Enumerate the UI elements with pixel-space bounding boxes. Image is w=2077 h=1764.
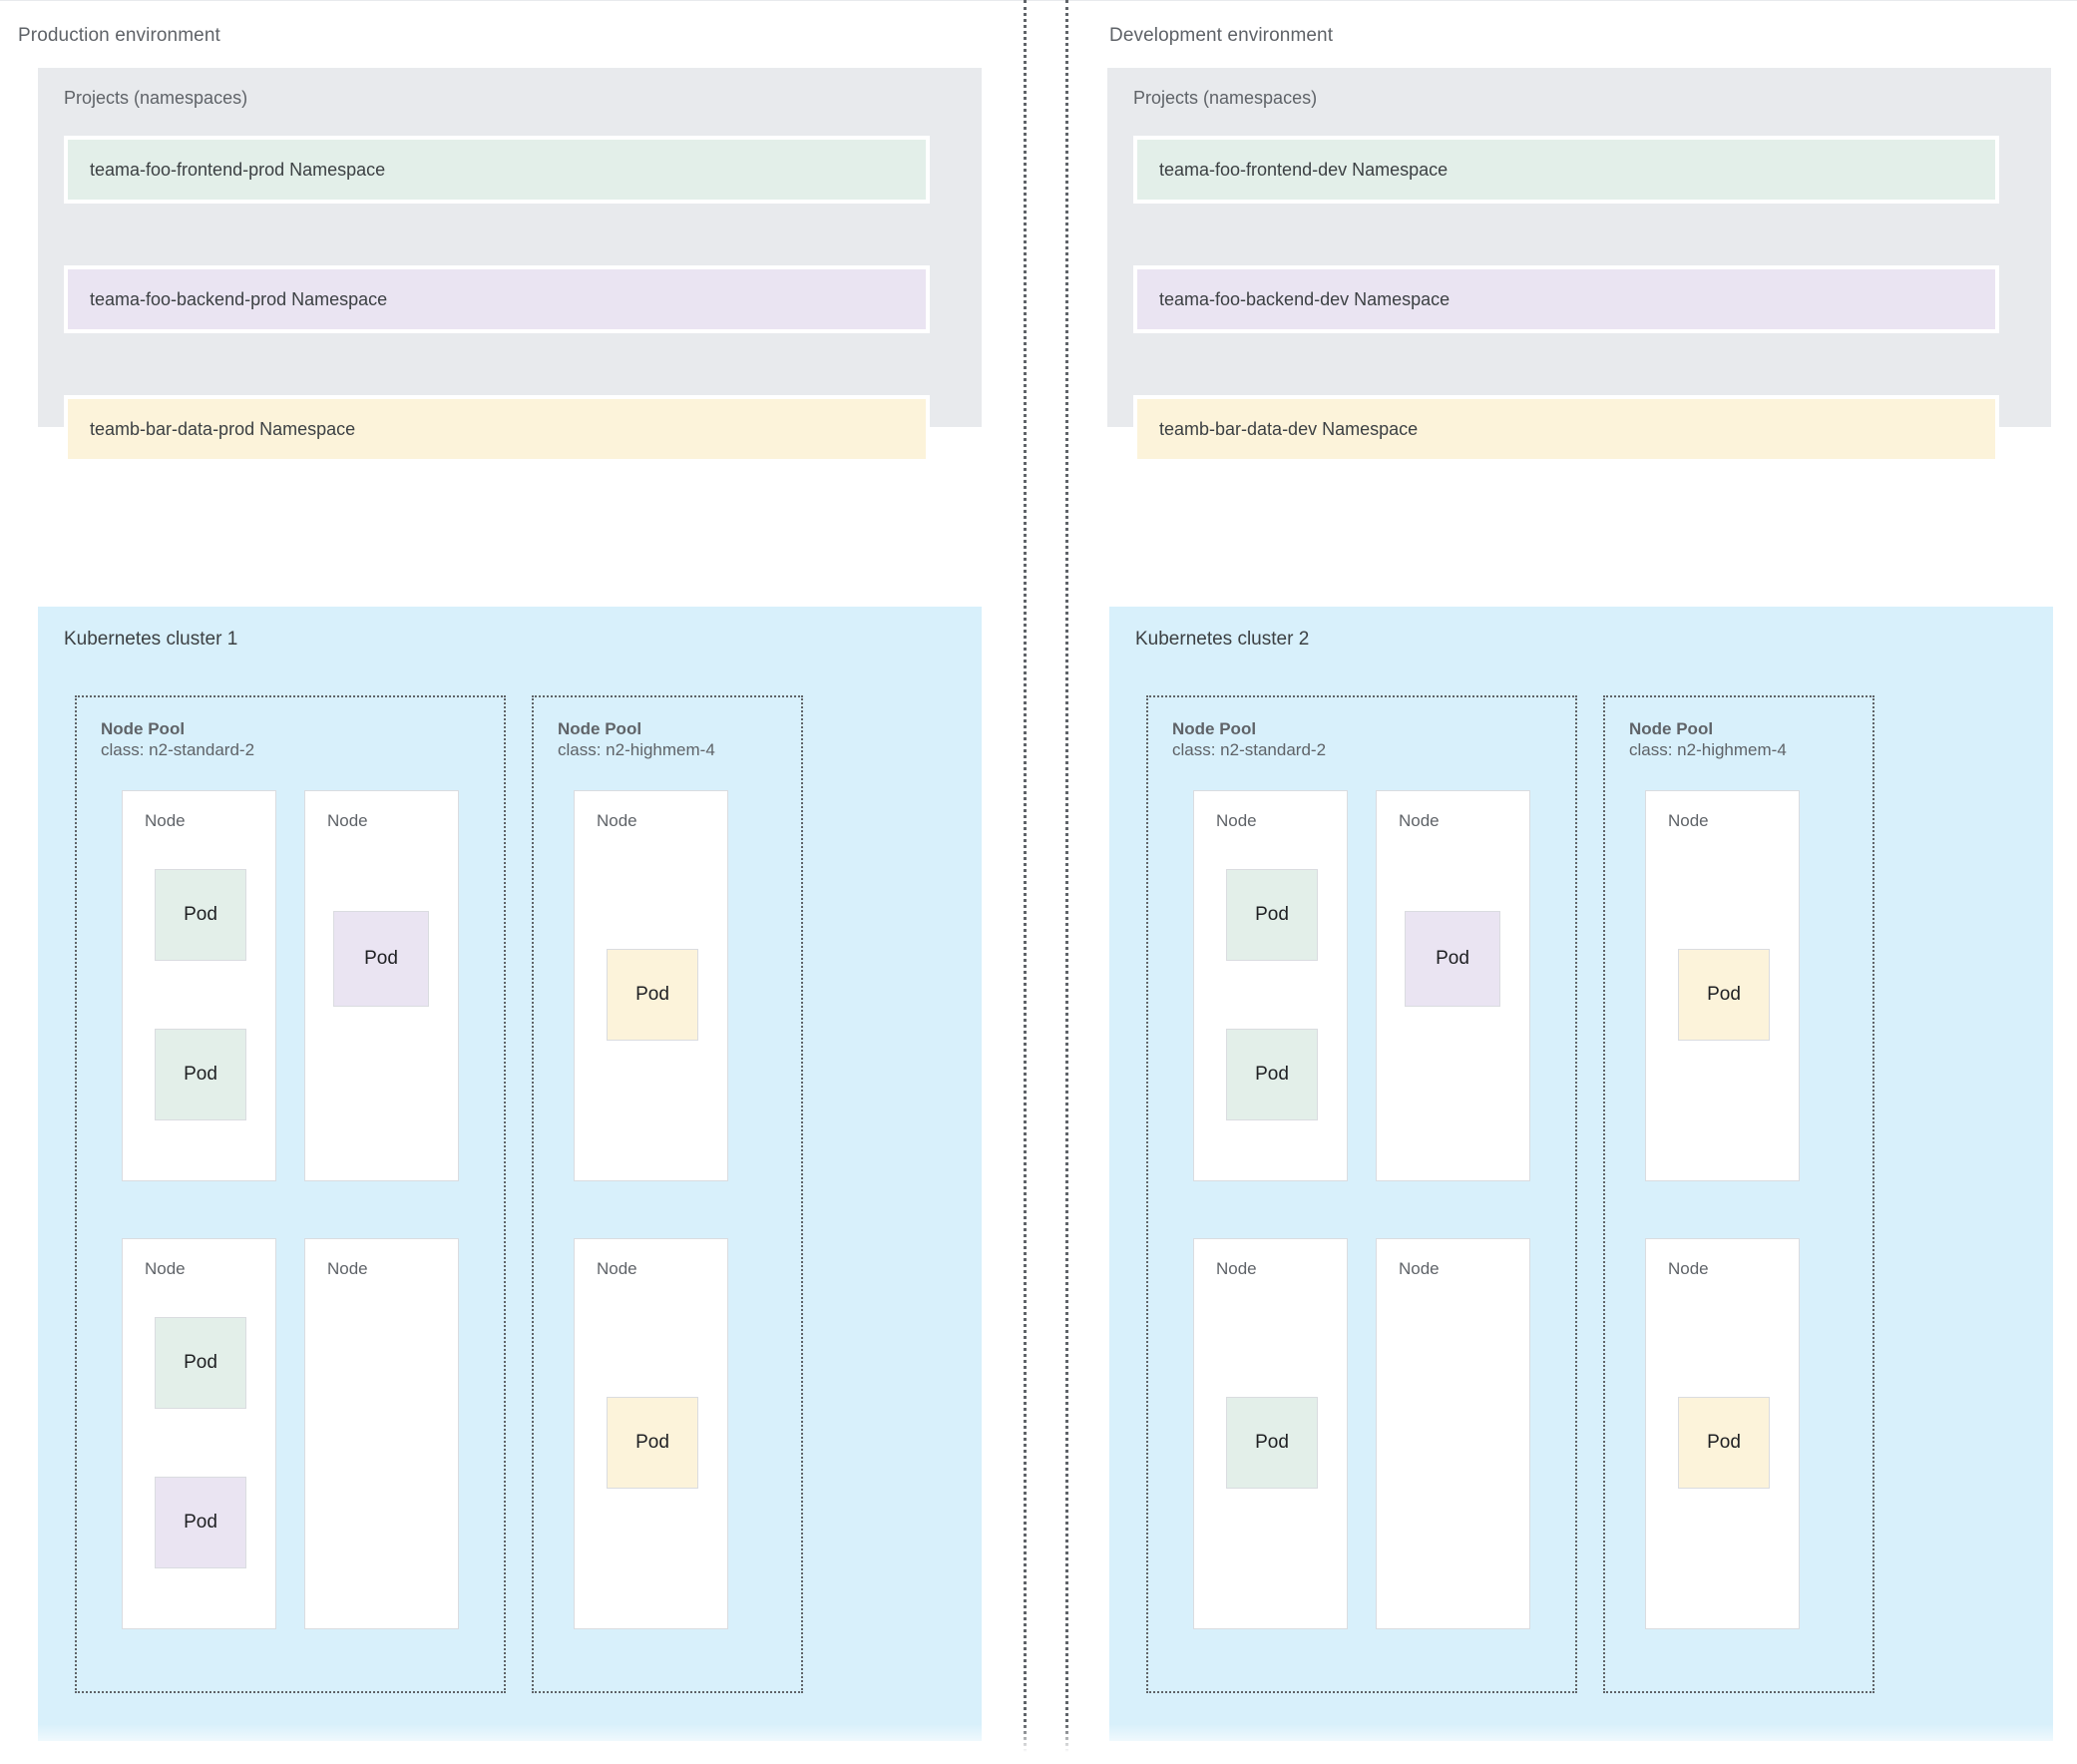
namespace-card[interactable]: teama-foo-backend-prod Namespace (64, 265, 930, 333)
node[interactable]: Node (304, 1238, 459, 1629)
environment-development: Development environment Projects (namesp… (1095, 0, 2077, 1764)
kubernetes-cluster-panel: Kubernetes cluster 1 Node Pool class: n2… (38, 607, 982, 1741)
namespace-card[interactable]: teama-foo-backend-dev Namespace (1133, 265, 1999, 333)
namespace-label: teama-foo-backend-dev Namespace (1159, 288, 1451, 309)
kubernetes-cluster-panel: Kubernetes cluster 2 Node Pool class: n2… (1109, 607, 2053, 1741)
cluster-title: Kubernetes cluster 2 (1135, 629, 1310, 650)
node[interactable]: Node Pod (1193, 1238, 1348, 1629)
pod[interactable]: Pod (333, 911, 429, 1007)
node-label: Node (597, 811, 637, 830)
node-pool: Node Pool class: n2-highmem-4 Node Pod N… (1603, 695, 1874, 1693)
node-pool-title: Node Pool (558, 719, 642, 738)
node-pool-title: Node Pool (1629, 719, 1714, 738)
node-label: Node (597, 1259, 637, 1278)
projects-heading: Projects (namespaces) (1133, 88, 1318, 108)
top-rule (0, 0, 2077, 1)
node[interactable]: Node Pod (1376, 790, 1530, 1181)
node[interactable]: Node Pod (304, 790, 459, 1181)
node[interactable]: Node Pod Pod (122, 790, 276, 1181)
environment-divider-right (1065, 0, 1068, 1764)
node[interactable]: Node Pod (574, 1238, 728, 1629)
node-label: Node (1668, 1259, 1709, 1278)
pod[interactable]: Pod (1226, 869, 1318, 961)
node-pool: Node Pool class: n2-standard-2 Node Pod … (75, 695, 506, 1693)
cluster-title: Kubernetes cluster 1 (64, 629, 238, 650)
pod[interactable]: Pod (1226, 1397, 1318, 1489)
namespace-card[interactable]: teama-foo-frontend-dev Namespace (1133, 136, 1999, 204)
pod[interactable]: Pod (1405, 911, 1500, 1007)
pod[interactable]: Pod (1226, 1029, 1318, 1120)
node[interactable]: Node Pod (574, 790, 728, 1181)
pod[interactable]: Pod (155, 869, 246, 961)
pod[interactable]: Pod (607, 949, 698, 1041)
node-label: Node (1668, 811, 1709, 830)
node-pool-class: class: n2-highmem-4 (1629, 740, 1787, 759)
environment-title: Production environment (18, 25, 220, 46)
namespace-label: teama-foo-frontend-dev Namespace (1159, 159, 1449, 180)
node-label: Node (327, 1259, 368, 1278)
node-label: Node (1399, 811, 1440, 830)
projects-heading: Projects (namespaces) (64, 88, 248, 108)
node[interactable]: Node Pod Pod (1193, 790, 1348, 1181)
namespace-label: teamb-bar-data-prod Namespace (90, 418, 356, 439)
node-pool-title: Node Pool (1172, 719, 1257, 738)
pod[interactable]: Pod (155, 1029, 246, 1120)
namespace-card[interactable]: teamb-bar-data-dev Namespace (1133, 395, 1999, 463)
environment-title: Development environment (1109, 25, 1334, 46)
namespace-card[interactable]: teamb-bar-data-prod Namespace (64, 395, 930, 463)
node-pool: Node Pool class: n2-standard-2 Node Pod … (1146, 695, 1577, 1693)
pod[interactable]: Pod (1678, 949, 1770, 1041)
node-pool-class: class: n2-standard-2 (1172, 740, 1327, 759)
node-label: Node (145, 811, 186, 830)
namespace-label: teama-foo-backend-prod Namespace (90, 288, 388, 309)
node-pool: Node Pool class: n2-highmem-4 Node Pod N… (532, 695, 803, 1693)
namespace-label: teamb-bar-data-dev Namespace (1159, 418, 1419, 439)
node[interactable]: Node Pod Pod (122, 1238, 276, 1629)
pod[interactable]: Pod (155, 1317, 246, 1409)
node[interactable]: Node Pod (1645, 1238, 1800, 1629)
node-pool-title: Node Pool (101, 719, 186, 738)
pod[interactable]: Pod (607, 1397, 698, 1489)
environment-divider-left (1024, 0, 1027, 1764)
node-pool-class: class: n2-highmem-4 (558, 740, 715, 759)
node[interactable]: Node Pod (1645, 790, 1800, 1181)
namespace-label: teama-foo-frontend-prod Namespace (90, 159, 386, 180)
projects-panel: Projects (namespaces) teama-foo-frontend… (1107, 68, 2051, 463)
node-label: Node (1216, 1259, 1257, 1278)
node-label: Node (145, 1259, 186, 1278)
node[interactable]: Node (1376, 1238, 1530, 1629)
node-label: Node (1399, 1259, 1440, 1278)
pod[interactable]: Pod (1678, 1397, 1770, 1489)
environment-production: Production environment Projects (namespa… (0, 0, 982, 1764)
pod[interactable]: Pod (155, 1477, 246, 1568)
projects-panel: Projects (namespaces) teama-foo-frontend… (38, 68, 982, 463)
node-pool-class: class: n2-standard-2 (101, 740, 255, 759)
namespace-card[interactable]: teama-foo-frontend-prod Namespace (64, 136, 930, 204)
node-label: Node (327, 811, 368, 830)
node-label: Node (1216, 811, 1257, 830)
